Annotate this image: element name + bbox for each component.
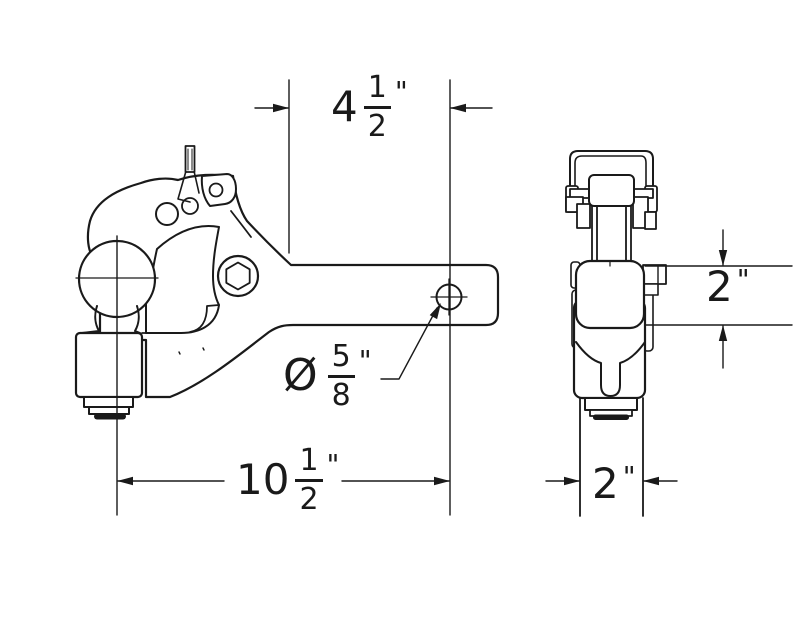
hook-column-top [588, 174, 635, 207]
ball-base-flange [94, 413, 126, 420]
end-view [565, 150, 667, 517]
lock-pin-shaft [184, 145, 196, 173]
horn-step-line [141, 304, 220, 334]
fraction-numerator: 1 [295, 445, 323, 482]
dim-whole-number: 4 [331, 82, 358, 131]
dim-label-pin-hole-diameter: Ø 5 8 " [283, 341, 372, 410]
cotter-clip-wire [177, 170, 200, 203]
diameter-symbol-icon: Ø [283, 350, 318, 401]
lock-pin-shaft-lines [187, 148, 193, 171]
dim-whole-number: 2 [706, 262, 733, 311]
lock-pin-ring [181, 197, 199, 215]
fraction-numerator: 1 [363, 72, 391, 109]
dim-label-shank-center-to-end: 4 1 2 " [331, 72, 408, 141]
hitch-pin-hole-centermark [430, 278, 468, 316]
inch-marks: " [358, 344, 372, 377]
dim-shank-width [545, 476, 678, 486]
dim-pin-hole-leader [380, 303, 441, 380]
dim-fraction: 5 8 [327, 341, 355, 413]
latch-arm-inner-edge [230, 210, 252, 238]
end-flange [593, 414, 629, 420]
fraction-denominator: 2 [299, 481, 319, 517]
fraction-numerator: 5 [327, 341, 355, 378]
dim-whole-number: 10 [236, 455, 290, 504]
hook-column-lines [591, 205, 632, 263]
arrowhead-right-icon [434, 476, 450, 486]
arrowhead-left-icon [450, 103, 466, 113]
ball-housing [574, 259, 646, 330]
arrowhead-right-icon [273, 103, 289, 113]
horn-inner-profile [575, 341, 646, 397]
side-step-right-outer [644, 211, 657, 230]
ball-base-washer [83, 396, 134, 408]
arrowhead-up-icon [718, 325, 728, 341]
side-view [74, 145, 500, 420]
fraction-denominator: 8 [331, 377, 351, 413]
dim-whole-number: 2 [592, 459, 619, 508]
ball-base-block [74, 331, 144, 399]
dim-fraction: 1 2 [363, 72, 391, 144]
pivot-bolt-hex [225, 261, 251, 291]
dim-overall-length [117, 476, 450, 486]
arrowhead-up-right-icon [429, 303, 441, 320]
arrowhead-down-icon [718, 250, 728, 266]
inch-marks: " [326, 448, 340, 481]
dim-top-width [254, 103, 493, 113]
end-washer [584, 397, 638, 411]
latch-bail-outer [569, 150, 654, 197]
dim-ball-size [644, 229, 793, 369]
arrowhead-right-icon [564, 476, 580, 486]
inch-marks: " [736, 263, 750, 296]
body-hole [155, 202, 179, 226]
dim-label-overall-length: 10 1 2 " [236, 445, 340, 514]
latch-plate-hole [208, 182, 224, 198]
dim-label-shank-width: 2 " [592, 459, 636, 508]
fraction-denominator: 2 [367, 108, 387, 144]
end-shank-lines [579, 397, 644, 517]
arrowhead-left-icon [117, 476, 133, 486]
ball-base-nut [88, 406, 130, 415]
side-step-left-lower [576, 203, 591, 229]
inch-marks: " [622, 460, 636, 493]
inch-marks: " [394, 75, 408, 108]
bolt-boss-right [642, 264, 667, 285]
arrowhead-left-icon [643, 476, 659, 486]
body-surface-marks [178, 347, 205, 355]
dim-fraction: 1 2 [295, 445, 323, 517]
latch-bail-inner [574, 155, 647, 197]
dimension-linework [116, 79, 793, 516]
dim-label-ball-size: 2 " [706, 262, 750, 311]
ball-neck [81, 305, 141, 334]
bolt-boss-step [642, 283, 659, 296]
